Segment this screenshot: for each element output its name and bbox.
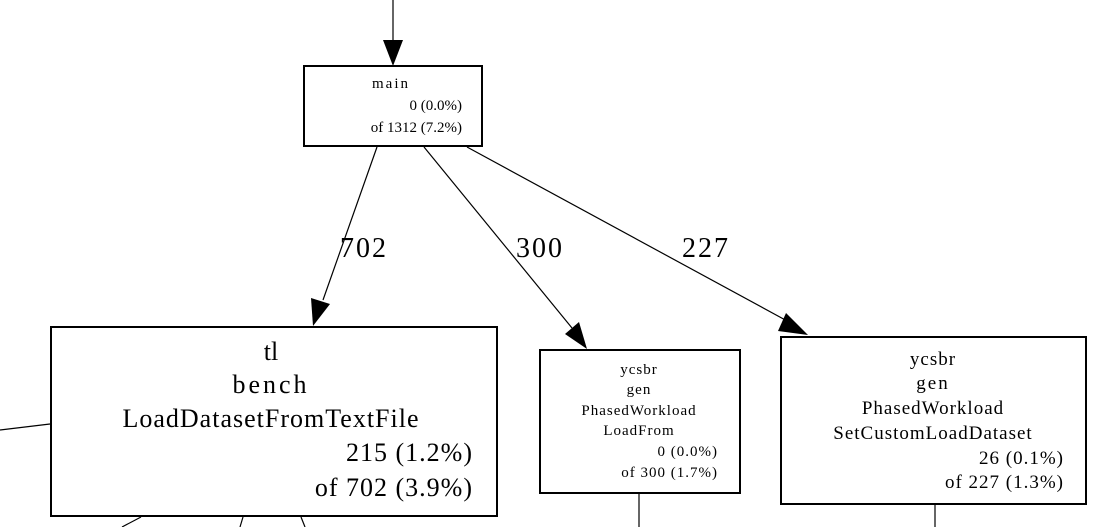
node-set-custom-load-dataset[interactable]: ycsbr gen PhasedWorkload SetCustomLoadDa… <box>780 336 1087 505</box>
node-custom-load-self: 26 (0.1%) <box>979 448 1064 469</box>
node-load-from-line1: ycsbr <box>620 362 658 378</box>
node-load-text-self: 215 (1.2%) <box>346 438 473 467</box>
node-main-name: main <box>372 76 410 92</box>
node-load-from-total: of 300 (1.7%) <box>621 465 718 481</box>
edge-label-702: 702 <box>340 233 388 264</box>
node-load-from-line4: LoadFrom <box>603 423 674 439</box>
node-custom-load-total: of 227 (1.3%) <box>945 472 1064 493</box>
node-main-total: of 1312 (7.2%) <box>371 120 462 136</box>
node-load-text-line3: LoadDatasetFromTextFile <box>122 404 419 433</box>
node-load-from-line2: gen <box>627 382 652 398</box>
node-main[interactable]: main 0 (0.0%) of 1312 (7.2%) <box>303 65 483 147</box>
node-load-dataset-from-text-file[interactable]: tl bench LoadDatasetFromTextFile 215 (1.… <box>50 326 498 517</box>
node-custom-load-line3: PhasedWorkload <box>862 398 1004 419</box>
edges-offscreen <box>0 423 936 527</box>
node-custom-load-line2: gen <box>916 373 949 394</box>
node-load-text-line1: tl <box>264 337 278 366</box>
edge-main-to-load-dataset-from-text-file: 702 <box>311 146 388 326</box>
node-main-self: 0 (0.0%) <box>410 98 463 114</box>
edge-main-to-set-custom-load-dataset: 227 <box>466 146 808 335</box>
node-load-from-self: 0 (0.0%) <box>658 444 719 460</box>
node-custom-load-line4: SetCustomLoadDataset <box>833 423 1032 444</box>
edge-main-to-load-from: 300 <box>423 146 587 349</box>
edge-incoming-main <box>383 0 403 66</box>
edge-label-227: 227 <box>682 233 730 264</box>
node-load-from[interactable]: ycsbr gen PhasedWorkload LoadFrom 0 (0.0… <box>539 349 741 494</box>
node-load-text-line2: bench <box>232 370 309 399</box>
node-load-text-total: of 702 (3.9%) <box>315 473 473 502</box>
node-load-from-line3: PhasedWorkload <box>581 403 696 419</box>
edge-label-300: 300 <box>516 233 564 264</box>
node-custom-load-line1: ycsbr <box>910 349 956 370</box>
